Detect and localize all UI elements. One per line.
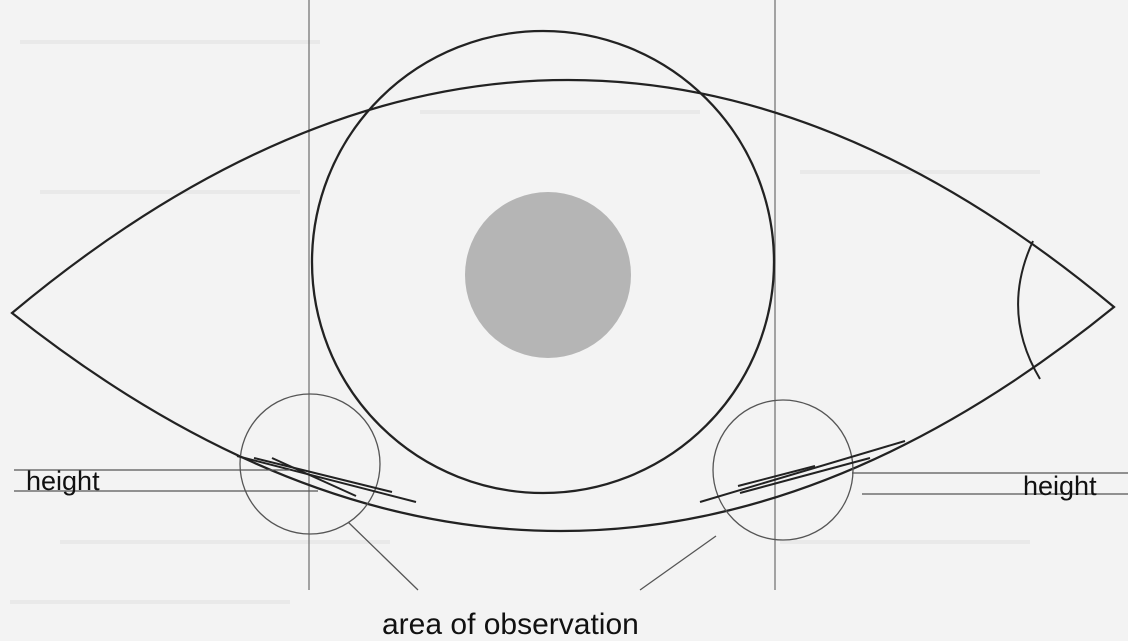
pointer-line-left: [348, 522, 418, 590]
meniscus-lines-right: [700, 441, 905, 502]
height-label-right: height: [1023, 473, 1097, 500]
meniscus-lines-left: [237, 456, 416, 502]
observation-circle-left: [240, 394, 380, 534]
pointer-line-right: [640, 536, 716, 590]
height-label-left: height: [26, 468, 100, 495]
pupil: [465, 192, 631, 358]
observation-circle-right: [713, 400, 853, 540]
area-of-observation-label: area of observation: [382, 610, 639, 640]
caruncle-arc: [1018, 241, 1040, 379]
